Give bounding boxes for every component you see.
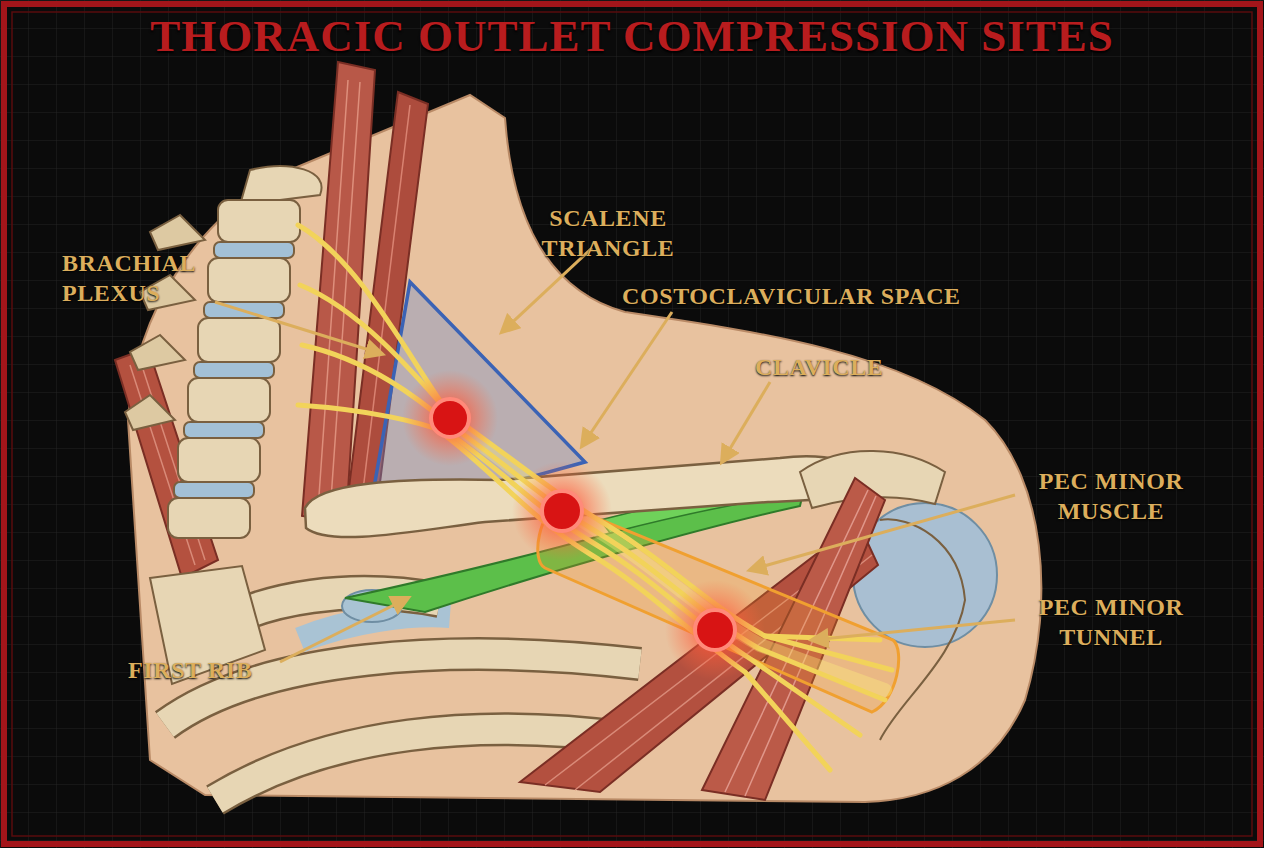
vertebra (168, 498, 250, 538)
leader-arrow (750, 495, 1015, 570)
callout-label: FIRST RIB (128, 655, 318, 685)
callout-label: PEC MINOR MUSCLE (1018, 466, 1204, 526)
leader-arrow (280, 598, 408, 662)
disc (174, 482, 254, 498)
callout-label: BRACHIAL PLEXUS (62, 248, 232, 308)
leader-arrow (582, 312, 672, 446)
vertebra (188, 378, 270, 422)
hotspot-glow (665, 580, 765, 680)
frame-border (4, 4, 1260, 844)
vertebra (198, 318, 280, 362)
hotspot-marker (431, 399, 469, 437)
hotspot-marker (542, 491, 582, 531)
compression-hotspots (402, 370, 765, 680)
vertebra (218, 200, 300, 242)
hotspot-glow (402, 370, 498, 466)
nerve-trunk (440, 418, 885, 700)
vertebra (178, 438, 260, 482)
frame-inner-border (12, 12, 1252, 836)
leader-arrow (215, 302, 382, 354)
disc (194, 362, 274, 378)
callout-label: PEC MINOR TUNNEL (1018, 592, 1204, 652)
vertebra (208, 258, 290, 302)
nerve-trunk (446, 436, 830, 770)
leader-arrow (812, 620, 1015, 640)
nerve-trunk (442, 428, 860, 735)
hotspot-marker (695, 610, 735, 650)
callout-label: COSTOCLAVICULAR SPACE (622, 281, 1042, 311)
leader-arrow (722, 382, 770, 462)
disc (214, 242, 294, 258)
spinous-process (125, 215, 205, 430)
callout-label: SCALENE TRIANGLE (518, 203, 698, 263)
skin-silhouette (128, 95, 1041, 802)
callout-label: CLAVICLE (755, 352, 955, 382)
hotspot-glow (512, 461, 612, 561)
diagram-title: THORACIC OUTLET COMPRESSION SITES (0, 10, 1264, 62)
leader-arrows (215, 248, 1015, 662)
disc (184, 422, 264, 438)
cervical-spine (125, 166, 322, 538)
